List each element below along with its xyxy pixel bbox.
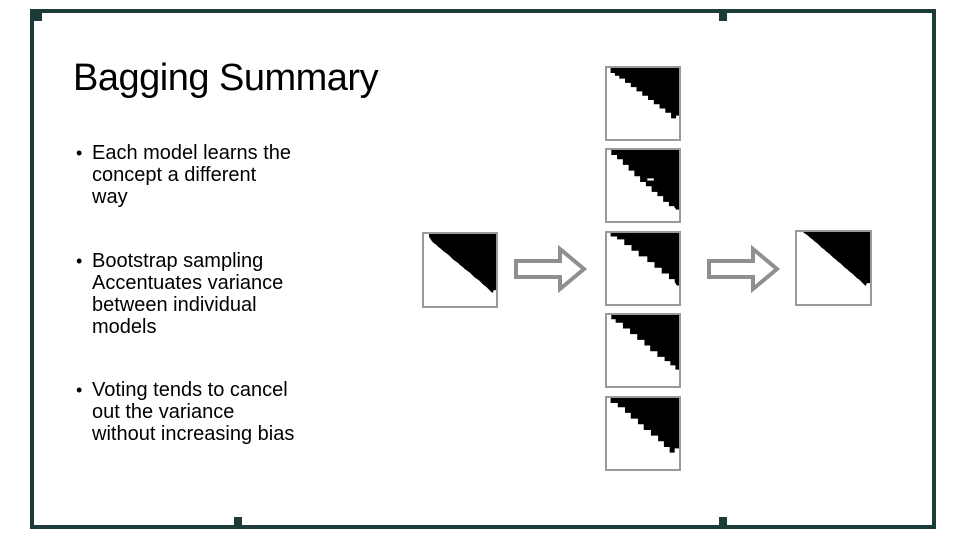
- frame-border-bottom: [30, 525, 936, 529]
- frame-tick-top-left: [34, 13, 42, 21]
- page-title: Bagging Summary: [73, 57, 379, 99]
- frame-border-right: [932, 9, 936, 529]
- decision-boundary-graphic: [610, 68, 679, 119]
- bullet-item-2: • Bootstrap sampling Accentuates varianc…: [76, 250, 366, 338]
- frame-tick-bottom-left: [234, 517, 242, 525]
- frame-border-left: [30, 9, 34, 529]
- frame-tick-top-middle: [719, 13, 727, 21]
- bootstrap-model-image-5: [605, 396, 681, 471]
- arrow-graphic: [514, 244, 588, 294]
- bullet-line: models: [92, 316, 157, 338]
- decision-boundary-graphic: [803, 232, 870, 286]
- right-arrow-icon: [707, 244, 783, 294]
- bullet-line: concept a different: [92, 164, 257, 186]
- bullet-line: out the variance: [92, 401, 235, 423]
- true-concept-image: [422, 232, 498, 308]
- bullet-line: Each model learns the: [92, 142, 292, 164]
- frame-tick-bottom-middle: [719, 517, 727, 525]
- bullet-marker: •: [76, 143, 83, 163]
- arrow-graphic: [707, 244, 781, 294]
- bootstrap-model-image-4: [605, 313, 681, 388]
- decision-boundary-graphic: [610, 398, 679, 453]
- frame-border-top: [30, 9, 936, 13]
- bullet-line: Accentuates variance: [92, 272, 284, 294]
- bootstrap-model-image-3: [605, 231, 681, 306]
- voted-ensemble-image: [795, 230, 872, 306]
- decision-boundary-graphic: [611, 315, 679, 370]
- bullet-marker: •: [76, 380, 83, 400]
- bullet-line: between individual: [92, 294, 257, 316]
- bullet-item-1: • Each model learns the concept a differ…: [76, 142, 366, 208]
- bullet-line: Voting tends to cancel: [92, 379, 288, 401]
- bullet-marker: •: [76, 251, 83, 271]
- right-arrow-icon: [514, 244, 590, 294]
- bootstrap-model-image-2: [605, 148, 681, 223]
- decision-boundary-graphic: [611, 150, 679, 210]
- bullet-line: without increasing bias: [92, 423, 295, 445]
- bullet-line: Bootstrap sampling: [92, 250, 264, 272]
- bullet-item-3: • Voting tends to cancel out the varianc…: [76, 379, 366, 445]
- decision-boundary-graphic: [429, 234, 496, 294]
- bullet-text: Each model learns the concept a differen…: [92, 142, 366, 208]
- bullet-text: Voting tends to cancel out the variance …: [92, 379, 366, 445]
- bullet-line: way: [92, 186, 128, 208]
- bullet-text: Bootstrap sampling Accentuates variance …: [92, 250, 366, 338]
- decision-boundary-graphic: [610, 233, 679, 286]
- bootstrap-model-image-1: [605, 66, 681, 141]
